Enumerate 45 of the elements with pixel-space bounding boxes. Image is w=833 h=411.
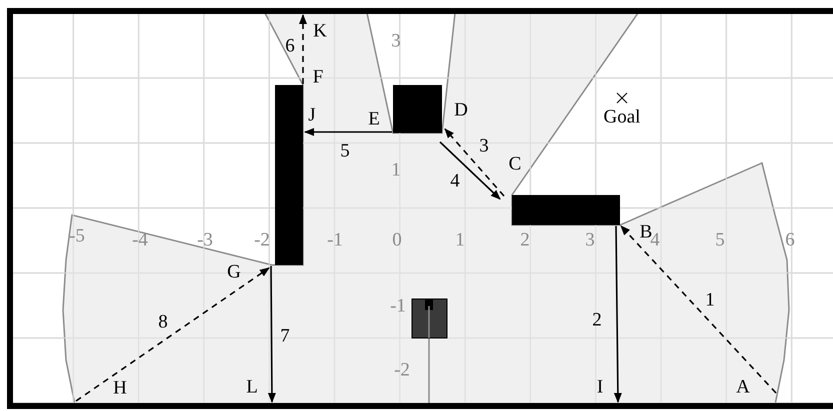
point-label: K — [313, 22, 327, 40]
point-label: G — [227, 262, 241, 282]
axis-tick-label: 2 — [520, 230, 530, 250]
arrow — [439, 141, 501, 200]
edge-label: 6 — [285, 36, 295, 56]
arrow — [299, 14, 307, 84]
point-label: C — [508, 154, 522, 174]
point-label: A — [736, 378, 750, 396]
arrow — [620, 225, 777, 394]
axis-tick-label: -4 — [132, 230, 148, 250]
axis-tick-label: 1 — [455, 230, 465, 250]
point-label: H — [113, 378, 127, 398]
edge-label: 7 — [280, 326, 290, 346]
point-label: F — [312, 68, 324, 86]
goal-label: Goal — [604, 108, 640, 126]
arrow — [268, 266, 276, 403]
point-label: J — [308, 106, 316, 124]
edge-label: 3 — [479, 136, 489, 156]
arrow — [444, 128, 505, 197]
point-label: I — [596, 378, 604, 396]
arrow — [76, 267, 270, 402]
axis-tick-label: 5 — [715, 230, 725, 250]
arrow — [614, 226, 622, 403]
point-label: E — [368, 110, 380, 128]
axis-tick-label: 4 — [650, 230, 660, 250]
axis-tick-label: -2 — [394, 360, 410, 380]
axis-tick-label: -3 — [197, 230, 213, 250]
axis-tick-label: -5 — [69, 226, 85, 246]
arrow — [304, 128, 392, 136]
edge-label: 1 — [705, 290, 715, 310]
point-label: L — [246, 378, 258, 396]
edge-label: 4 — [450, 172, 460, 190]
axis-tick-label: -1 — [390, 296, 406, 316]
axis-tick-label: 1 — [391, 160, 401, 180]
edge-label: 8 — [158, 312, 168, 332]
point-label: B — [640, 222, 652, 242]
axis-tick-label: 0 — [392, 230, 402, 250]
axis-tick-label: -2 — [254, 230, 270, 250]
edge-label: 5 — [340, 142, 350, 160]
axis-tick-label: 3 — [391, 32, 401, 50]
axis-tick-label: 6 — [785, 230, 795, 250]
point-label: D — [454, 100, 468, 120]
edge-label: 2 — [592, 310, 602, 330]
axis-tick-label: 3 — [585, 230, 595, 250]
axis-tick-label: -1 — [327, 230, 343, 250]
